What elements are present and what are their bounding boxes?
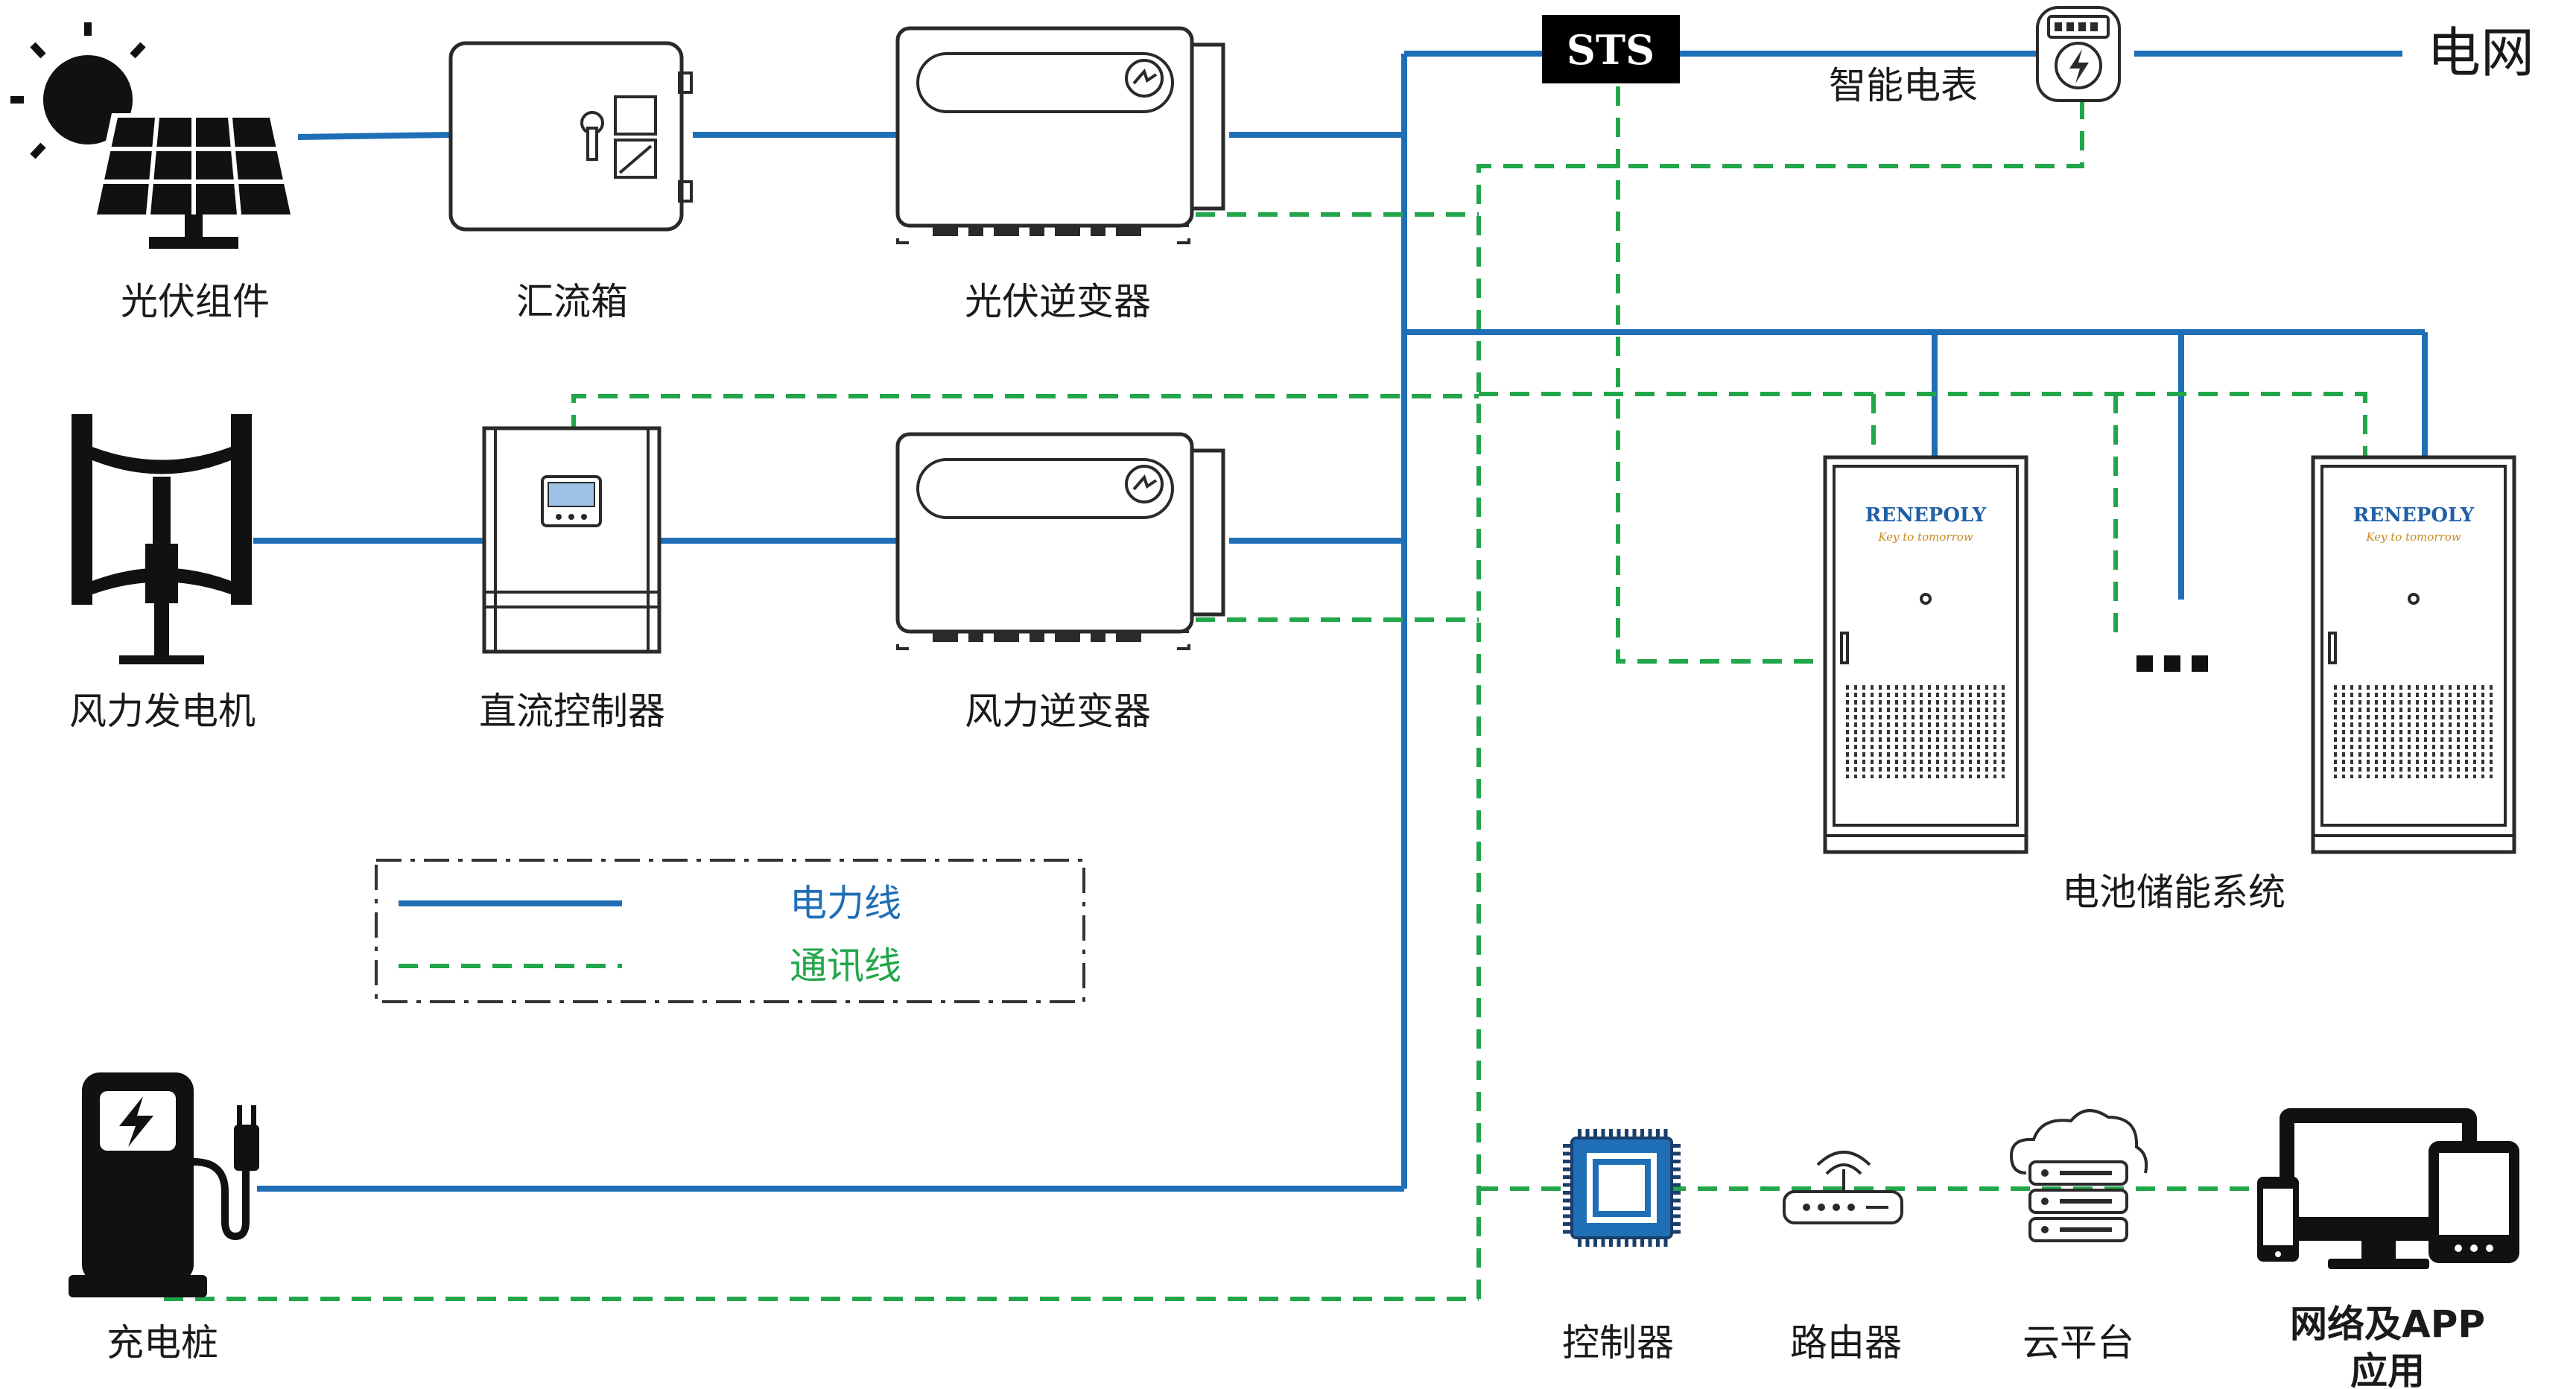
cloud-server-icon xyxy=(2009,1109,2148,1242)
brand-name-2: RENEPOLY xyxy=(2353,504,2475,527)
brand-slogan-2: Key to tomorrow xyxy=(2365,530,2461,544)
wind-turbine-label: 风力发电机 xyxy=(69,690,256,733)
combiner-box-icon xyxy=(448,41,693,232)
wind-inverter-label: 风力逆变器 xyxy=(965,690,1151,733)
pv-inverter-icon xyxy=(895,26,1225,244)
battery-cabinet-2: RENEPOLY Key to tomorrow xyxy=(2311,455,2516,854)
cloud-platform-label: 云平台 xyxy=(2023,1321,2134,1364)
controller-chip-icon xyxy=(1563,1129,1681,1247)
network-app-label-line2: 应用 xyxy=(2350,1350,2425,1389)
solar-panel-icon xyxy=(10,22,298,249)
dc-controller-label: 直流控制器 xyxy=(479,690,665,733)
smart-meter-label: 智能电表 xyxy=(1829,64,1978,107)
brand-name-1: RENEPOLY xyxy=(1865,504,1987,527)
legend-power-label: 电力线 xyxy=(790,882,901,925)
sts-box: STS xyxy=(1542,15,1680,83)
pv-inverter-label: 光伏逆变器 xyxy=(965,280,1151,323)
charging-pile-label: 充电桩 xyxy=(107,1321,218,1364)
brand-slogan-1: Key to tomorrow xyxy=(1877,530,1973,544)
sts-label: STS xyxy=(1567,26,1655,74)
pv-module-label: 光伏组件 xyxy=(121,280,270,323)
legend: 电力线 通讯线 xyxy=(375,859,1085,1003)
combiner-box-label: 汇流箱 xyxy=(516,280,628,323)
charging-pile-icon xyxy=(69,1072,259,1297)
battery-storage-label: 电池储能系统 xyxy=(2062,871,2285,914)
wind-turbine-icon xyxy=(72,414,252,664)
controller-label: 控制器 xyxy=(1562,1321,1674,1364)
grid-label: 电网 xyxy=(2427,22,2534,84)
smart-meter-icon xyxy=(2036,6,2121,102)
dc-controller-icon xyxy=(482,426,662,654)
ellipsis-marker xyxy=(2136,655,2208,672)
vent-grille xyxy=(2334,685,2493,778)
wind-inverter-icon xyxy=(895,432,1225,650)
router-icon xyxy=(1783,1151,1903,1224)
battery-cabinet-1: RENEPOLY Key to tomorrow xyxy=(1823,455,2028,854)
power-lines xyxy=(253,51,2428,1192)
network-app-label-line1: 网络及APP xyxy=(2290,1303,2485,1346)
legend-comm-label: 通讯线 xyxy=(790,944,901,988)
chip-pins xyxy=(1563,1129,1681,1247)
devices-icon xyxy=(2257,1108,2519,1269)
router-label: 路由器 xyxy=(1790,1321,1902,1364)
vent-grille xyxy=(1846,685,2005,778)
